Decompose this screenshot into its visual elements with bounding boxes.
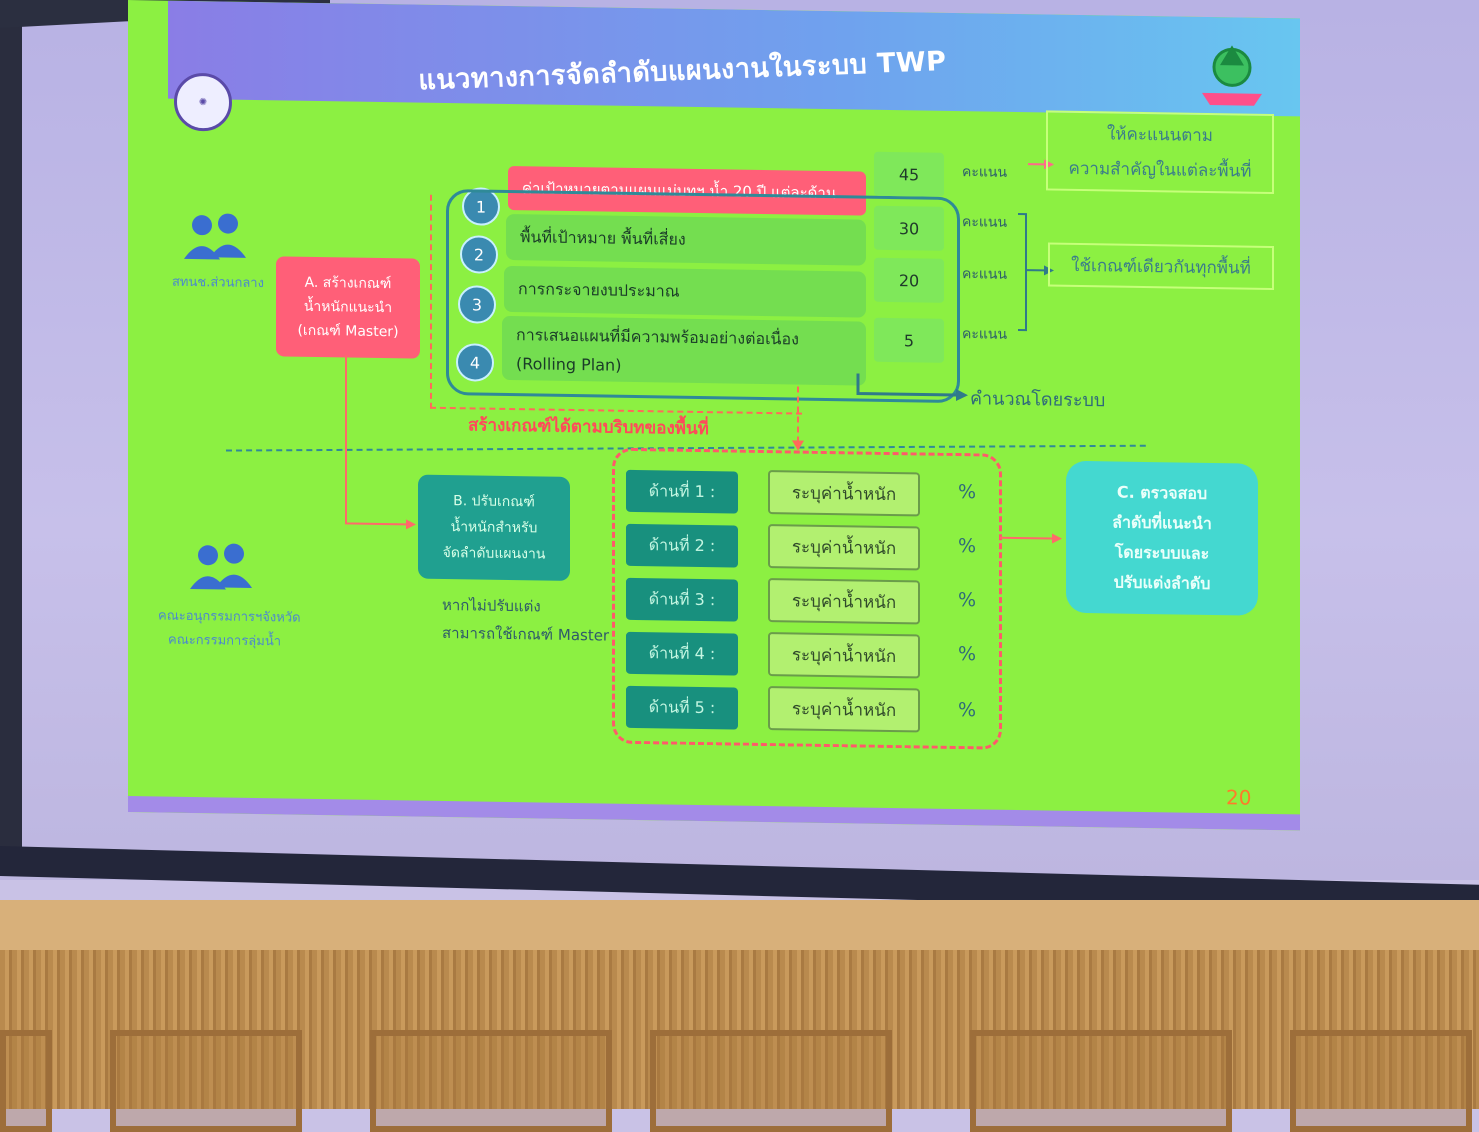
wood-panel [1290, 1030, 1472, 1132]
weight-input-3[interactable]: ระบุค่าน้ำหนัก [768, 578, 920, 624]
score-2: 30 [874, 206, 944, 251]
wood-panel [0, 1030, 52, 1132]
create-by-context-label: สร้างเกณฑ์ได้ตามบริบทของพื้นที่ [468, 411, 709, 442]
dimension-label-5: ด้านที่ 5 : [626, 686, 738, 730]
onwr-logo-icon [1196, 39, 1268, 110]
page-number: 20 [1226, 785, 1251, 809]
score-word-4: คะแนน [962, 323, 1007, 346]
note-line: สามารถใช้เกณฑ์ Master [442, 619, 609, 650]
people-icon [186, 541, 256, 592]
flow-arrow-to-c [998, 528, 1068, 549]
screen-frame [0, 0, 22, 860]
weight-input-4[interactable]: ระบุค่าน้ำหนัก [768, 632, 920, 678]
weight-input-2[interactable]: ระบุค่าน้ำหนัก [768, 524, 920, 570]
box-a-create-master-criteria: A. สร้างเกณฑ์ น้ำหนักแนะนำ (เกณฑ์ Master… [276, 256, 420, 358]
percent-sign-1: % [958, 481, 976, 503]
score-1: 45 [874, 152, 944, 197]
committee-line: คณะอนุกรรมการฯจังหวัด [158, 604, 301, 630]
dimension-label-4: ด้านที่ 4 : [626, 632, 738, 676]
box-c-line: C. ตรวจสอบ [1117, 478, 1207, 509]
wood-panel [370, 1030, 612, 1132]
note-same-criteria: ใช้เกณฑ์เดียวกันทุกพื้นที่ [1048, 242, 1274, 290]
score-word-1: คะแนน [962, 161, 1007, 184]
percent-sign-5: % [958, 699, 976, 721]
box-c-review-ranking: C. ตรวจสอบ ลำดับที่แนะนำ โดยระบบและ ปรับ… [1066, 461, 1258, 616]
flow-arrow-a-to-b [334, 353, 420, 534]
box-c-line: ลำดับที่แนะนำ [1112, 507, 1212, 539]
committee-label: คณะอนุกรรมการฯจังหวัด คณะกรรมการลุ่มน้ำ [158, 604, 301, 654]
box-b-adjust-weights: B. ปรับเกณฑ์ น้ำหนักสำหรับ จัดลำดับแผนงา… [418, 475, 570, 581]
box-b-line: จัดลำดับแผนงาน [443, 540, 546, 568]
score-word-3: คะแนน [962, 263, 1007, 286]
percent-sign-3: % [958, 589, 976, 611]
score-word-2: คะแนน [962, 211, 1007, 234]
box-a-line: A. สร้างเกณฑ์ [305, 271, 392, 296]
dimension-label-2: ด้านที่ 2 : [626, 524, 738, 568]
flow-arrow-down [788, 384, 808, 454]
wood-panel [970, 1030, 1232, 1132]
box-c-line: ปรับแต่งลำดับ [1114, 567, 1211, 599]
people-icon [180, 211, 250, 262]
note-line: ใช้เกณฑ์เดียวกันทุกพื้นที่ [1071, 251, 1251, 281]
score-4: 5 [874, 318, 944, 363]
context-dashed-outline [430, 195, 802, 415]
calc-by-system-label: คำนวณโดยระบบ [970, 383, 1105, 414]
presentation-slide: แนวทางการจัดลำดับแผนงานในระบบ TWP ✺ 1 2 … [128, 0, 1300, 830]
note-line: ความสำคัญในแต่ละพื้นที่ [1069, 155, 1252, 185]
dimension-label-1: ด้านที่ 1 : [626, 470, 738, 514]
committee-line: คณะกรรมการลุ่มน้ำ [158, 628, 301, 654]
central-office-label: สทนช.ส่วนกลาง [172, 271, 264, 293]
note-line: ให้คะแนนตาม [1107, 120, 1213, 149]
score-3: 20 [874, 258, 944, 303]
box-b-line: B. ปรับเกณฑ์ [453, 488, 535, 515]
weight-input-5[interactable]: ระบุค่าน้ำหนัก [768, 686, 920, 732]
wood-rail [0, 900, 1479, 950]
note-score-by-importance: ให้คะแนนตาม ความสำคัญในแต่ละพื้นที่ [1046, 110, 1274, 194]
wood-panel [110, 1030, 302, 1132]
weight-input-1[interactable]: ระบุค่าน้ำหนัก [768, 470, 920, 516]
calc-arrow [848, 371, 978, 407]
box-a-line: (เกณฑ์ Master) [297, 319, 398, 345]
box-c-line: โดยระบบและ [1115, 538, 1210, 569]
if-not-adjust-note: หากไม่ปรับแต่ง สามารถใช้เกณฑ์ Master [442, 591, 609, 650]
dimension-label-3: ด้านที่ 3 : [626, 578, 738, 622]
wood-panel [650, 1030, 892, 1132]
government-seal-icon: ✺ [174, 73, 232, 132]
percent-sign-2: % [958, 535, 976, 557]
note-line: หากไม่ปรับแต่ง [442, 591, 609, 622]
box-b-line: น้ำหนักสำหรับ [451, 514, 538, 541]
box-a-line: น้ำหนักแนะนำ [304, 295, 392, 320]
percent-sign-4: % [958, 643, 976, 665]
